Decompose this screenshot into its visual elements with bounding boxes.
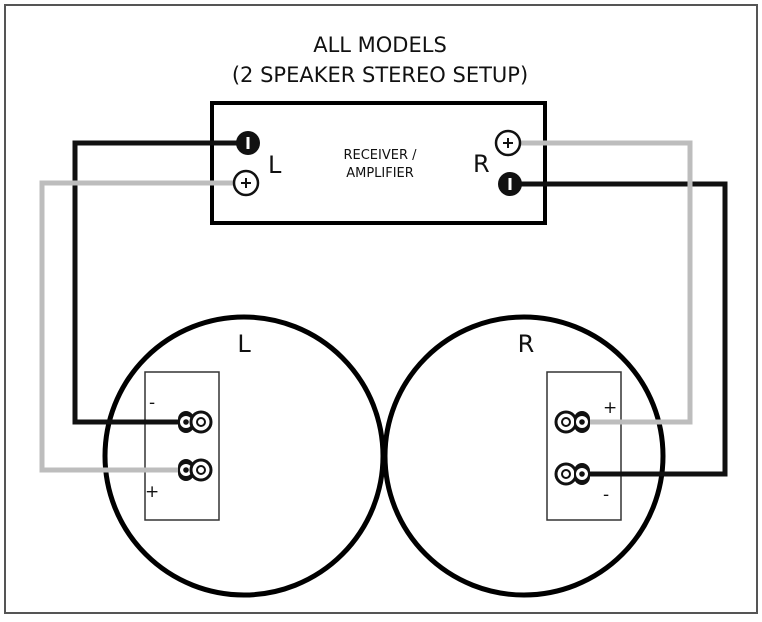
left-speaker-negative-sign: - — [149, 393, 155, 413]
left-negative-wire — [72, 140, 248, 425]
minus-icon — [246, 137, 250, 149]
title-line-1: ALL MODELS — [313, 33, 447, 57]
title-line-2: (2 SPEAKER STEREO SETUP) — [232, 63, 528, 87]
left-speaker-positive-post — [178, 458, 213, 482]
plus-icon — [503, 138, 513, 148]
receiver-right-positive-terminal — [494, 129, 522, 157]
receiver-left-channel-label: L — [268, 151, 282, 179]
right-speaker-negative-sign: - — [603, 485, 609, 505]
right-negative-wire — [510, 181, 728, 477]
receiver-right-channel-label: R — [473, 150, 490, 178]
receiver-box — [210, 101, 547, 225]
right-speaker-label: R — [518, 330, 535, 358]
minus-icon — [508, 178, 512, 190]
right-speaker-positive-post — [554, 410, 590, 434]
receiver-right-negative-terminal — [498, 172, 522, 196]
left-speaker-positive-sign: + — [145, 482, 159, 502]
left-terminal-plate — [144, 371, 220, 521]
right-speaker-negative-post — [554, 462, 590, 486]
receiver-left-negative-terminal — [236, 131, 260, 155]
right-speaker-positive-sign: + — [603, 398, 617, 418]
left-speaker-negative-post — [178, 410, 213, 434]
left-speaker-label: L — [237, 330, 251, 358]
receiver-label-line-2: AMPLIFIER — [346, 166, 414, 181]
receiver-left-positive-terminal — [232, 169, 260, 197]
plus-icon — [241, 178, 251, 188]
left-positive-wire — [39, 180, 246, 473]
right-terminal-plate — [546, 371, 622, 521]
right-positive-wire — [508, 140, 693, 425]
receiver-label-line-1: RECEIVER / — [343, 148, 417, 163]
diagram-border — [4, 4, 758, 614]
